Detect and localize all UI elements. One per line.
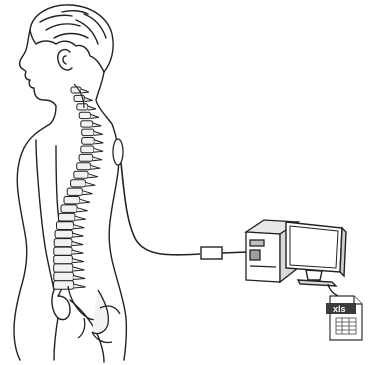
- sensor: [113, 139, 123, 165]
- spinous-process: [72, 259, 84, 263]
- vertebra: [71, 180, 86, 187]
- vertebra: [82, 138, 95, 145]
- spinous-process: [94, 148, 103, 152]
- spinous-process: [94, 140, 103, 144]
- vertebra: [61, 205, 77, 213]
- vertebra: [54, 256, 73, 264]
- vertebra: [55, 230, 72, 238]
- spinous-process: [93, 123, 102, 127]
- cable: [121, 163, 200, 255]
- spinous-process: [75, 216, 86, 220]
- vertebra: [54, 264, 73, 272]
- spinous-process: [93, 157, 102, 161]
- spine: [54, 87, 104, 289]
- spinous-process: [72, 242, 83, 246]
- vertebra: [82, 129, 94, 136]
- spinous-process: [77, 208, 88, 212]
- vertebra: [74, 171, 88, 178]
- vertebra: [67, 188, 82, 195]
- spinous-process: [91, 114, 100, 118]
- vertebra: [57, 222, 74, 230]
- vertebra: [54, 272, 74, 280]
- spinous-process: [85, 182, 95, 186]
- vertebra: [79, 112, 90, 118]
- vertebra: [77, 104, 88, 110]
- connector: [201, 247, 222, 259]
- spinous-process: [80, 199, 90, 203]
- spinous-process: [88, 174, 98, 178]
- hair: [30, 5, 113, 72]
- arm-outline: [36, 140, 54, 290]
- file-type-label: xls: [333, 304, 346, 314]
- spinous-process: [72, 250, 83, 254]
- spinous-process: [74, 284, 86, 288]
- spinous-process: [94, 131, 103, 135]
- grid-icon: [336, 318, 356, 334]
- spinous-process: [73, 267, 85, 271]
- spinous-process: [73, 233, 84, 237]
- vertebra: [54, 239, 72, 247]
- vertebra: [77, 163, 91, 170]
- spreadsheet-file-icon: xls: [326, 296, 362, 340]
- vertebra: [81, 121, 93, 127]
- pelvis: [68, 286, 120, 343]
- spinous-process: [74, 225, 85, 229]
- spinous-process: [85, 98, 93, 102]
- vertebra: [64, 197, 80, 204]
- spinous-process: [73, 276, 85, 280]
- vertebra: [79, 154, 93, 161]
- vertebra: [81, 146, 94, 153]
- drive-bay: [250, 240, 264, 246]
- monitor: [286, 222, 346, 286]
- vertebra: [59, 213, 76, 221]
- spinous-process: [81, 89, 89, 93]
- spinous-process: [83, 191, 93, 195]
- spinous-process: [88, 106, 96, 110]
- ear: [58, 50, 72, 70]
- spinous-process: [91, 165, 101, 169]
- cable-to-computer: [222, 252, 248, 253]
- vertebra: [54, 247, 72, 255]
- vertebra: [54, 281, 74, 290]
- monitor-screen: [290, 226, 338, 268]
